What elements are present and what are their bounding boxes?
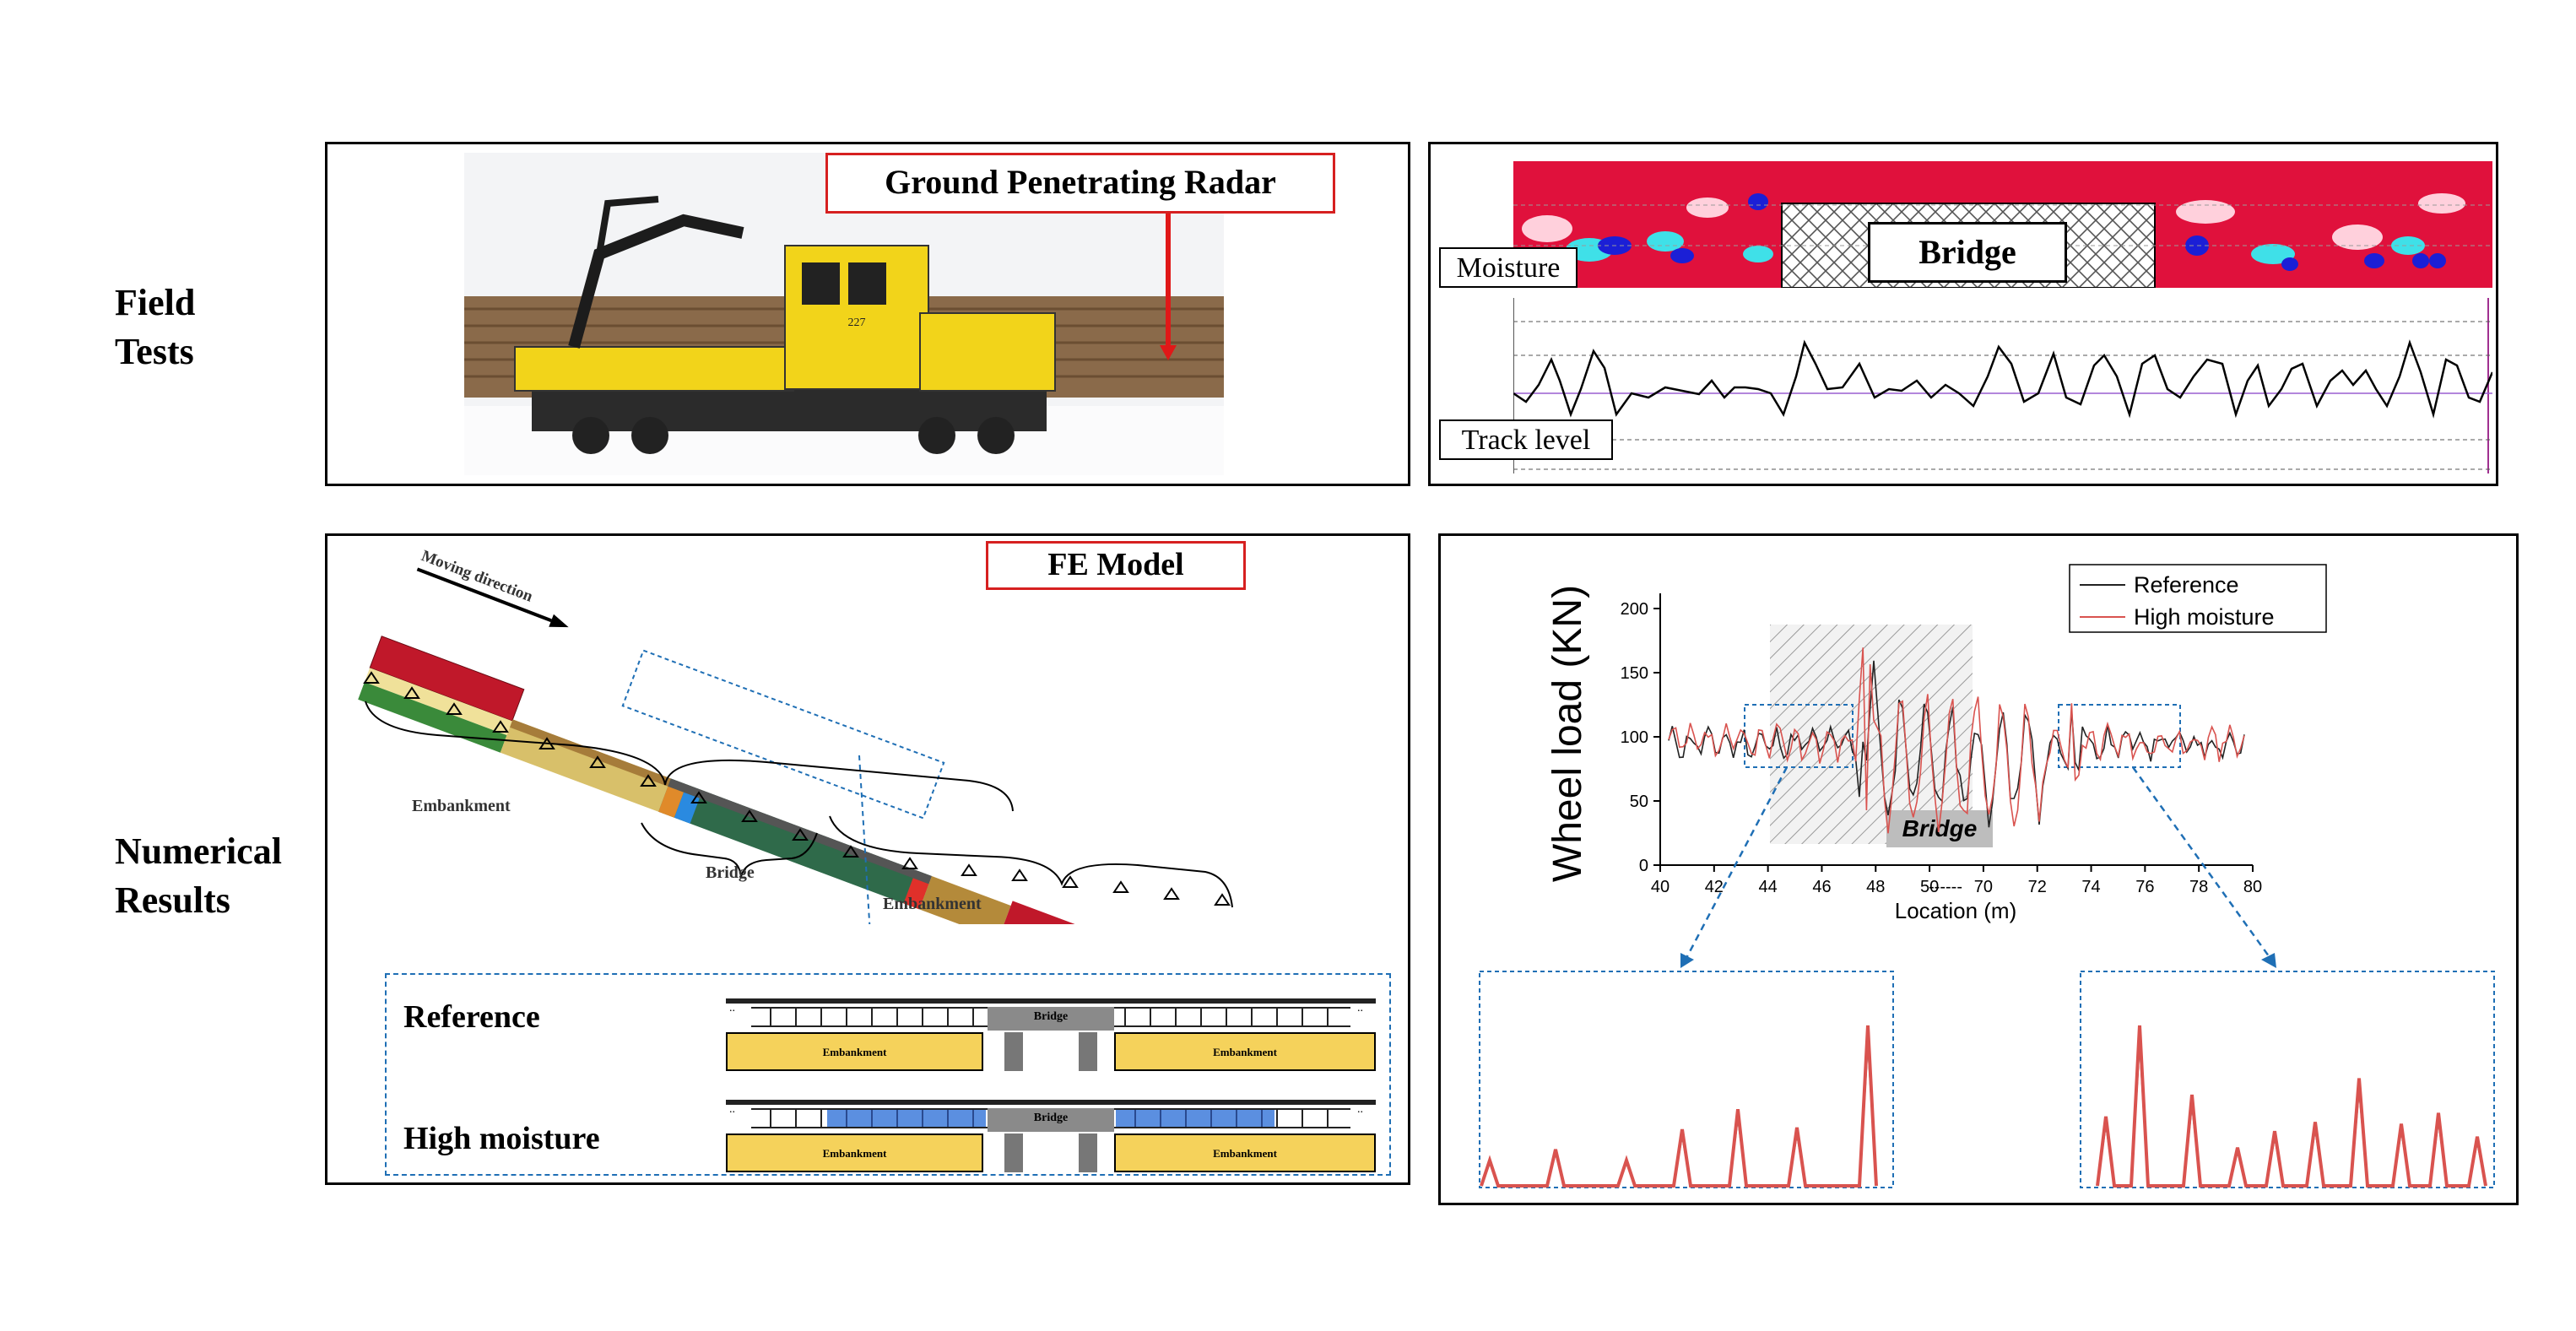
x-tick-label: 48 — [1866, 878, 1885, 896]
series-line-high-moisture — [1668, 647, 2245, 834]
row-label-numerical-results: Numerical Results — [115, 831, 282, 921]
reference-rail — [726, 998, 1376, 1004]
x-tick-label: 74 — [2081, 878, 2100, 896]
reference-pier-right — [1079, 1032, 1097, 1071]
high-moisture-bridge-deck — [988, 1108, 1114, 1132]
high-moisture-rail-dots-left: .. — [729, 1103, 735, 1116]
y-axis-label: Wheel load (KN) — [1545, 585, 1590, 882]
high-moisture-embankment-right-tag: Embankment — [1213, 1147, 1277, 1160]
x-tick-label: 50 — [1920, 878, 1939, 896]
fe-bridge-label: Bridge — [706, 863, 755, 882]
zoom-line-high-moisture — [2096, 1025, 2487, 1188]
zoom-panel-left — [1479, 971, 1894, 1188]
track-level-label: Track level — [1439, 419, 1613, 460]
y-tick-label: 0 — [1639, 857, 1648, 875]
moisture-zone-right — [1116, 1110, 1274, 1127]
y-tick-label: 50 — [1630, 793, 1648, 811]
x-tick-label: 78 — [2189, 878, 2208, 896]
reference-embankment-left-tag: Embankment — [822, 1046, 887, 1058]
embankment-left-label: Embankment — [412, 797, 511, 815]
gpr-pointer-arrowhead — [1160, 345, 1177, 360]
high-moisture-pier-right — [1079, 1134, 1097, 1172]
gpr-photo-panel: 227 Ground Penetrating Radar — [325, 142, 1410, 486]
svg-text:227: 227 — [848, 317, 866, 329]
legend-box — [2069, 564, 2327, 633]
y-tick-label: 200 — [1621, 600, 1648, 619]
embankment-right-label: Embankment — [883, 895, 982, 913]
x-tick-label: 70 — [1974, 878, 1993, 896]
x-tick-label: 72 — [2028, 878, 2047, 896]
reference-bridge-tag: Bridge — [1033, 1010, 1069, 1023]
x-tick-label: 44 — [1759, 878, 1778, 896]
high-moisture-embankment-left — [726, 1134, 983, 1172]
x-break-marker: ------ — [1929, 878, 1962, 896]
legend-high-moisture: High moisture — [2134, 604, 2275, 630]
reference-pier-left — [1004, 1032, 1023, 1071]
fe-model-panel: FE Model Moving direction — [325, 533, 1410, 1185]
gpr-label: Ground Penetrating Radar — [825, 153, 1335, 214]
reference-label: Reference — [403, 999, 540, 1035]
moisture-zone-left — [827, 1110, 986, 1127]
fe-model-3d: Moving direction — [358, 547, 1233, 924]
y-tick-label: 100 — [1621, 728, 1648, 747]
x-tick-label: 42 — [1705, 878, 1724, 896]
reference-embankment-left — [726, 1032, 983, 1071]
high-moisture-label: High moisture — [403, 1121, 600, 1156]
high-moisture-pier-left — [1004, 1134, 1023, 1172]
zoom-line-high-moisture — [1480, 1025, 1878, 1188]
row-label-field-tests: Field Tests — [115, 282, 196, 372]
reference-embankment-right — [1114, 1032, 1376, 1071]
radar-bridge-label: Bridge — [1868, 222, 2067, 283]
x-tick-label: 76 — [2135, 878, 2154, 896]
cross-section-zoom-box — [385, 973, 1391, 1176]
reference-rail-dots-left: .. — [729, 1002, 735, 1014]
high-moisture-embankment-left-tag: Embankment — [822, 1147, 887, 1160]
track-level-plot — [1513, 298, 2492, 473]
x-tick-label: 46 — [1812, 878, 1831, 896]
reference-cross-section: Bridge Embankment Embankment .. .. — [726, 998, 1376, 1083]
zoom-line-reference — [2096, 1036, 2487, 1188]
moisture-label: Moisture — [1439, 247, 1578, 288]
reference-rail-dots-right: .. — [1357, 1002, 1363, 1014]
chart-bridge-label-box — [1886, 810, 1993, 847]
reference-embankment-right-tag: Embankment — [1213, 1046, 1277, 1058]
fe-model-title: FE Model — [986, 541, 1246, 590]
x-axis-label: Location (m) — [1895, 898, 2017, 923]
high-moisture-embankment-right — [1114, 1134, 1376, 1172]
legend-reference: Reference — [2134, 572, 2239, 598]
x-tick-label: 40 — [1651, 878, 1670, 896]
x-tick-label: 80 — [2243, 878, 2262, 896]
high-moisture-rail-dots-right: .. — [1357, 1103, 1363, 1116]
radar-panel: Bridge Moisture Track level — [1428, 142, 2498, 486]
high-moisture-bridge-tag: Bridge — [1033, 1112, 1069, 1124]
gpr-pointer-line — [1166, 183, 1171, 349]
high-moisture-cross-section: Bridge Embankment Embankment .. .. — [726, 1100, 1376, 1184]
zoom-window-left — [1744, 704, 1854, 768]
reference-bridge-deck — [988, 1007, 1114, 1031]
zoom-line-reference — [1480, 1036, 1878, 1188]
high-moisture-rail — [726, 1100, 1376, 1105]
y-tick-label: 150 — [1621, 664, 1648, 683]
